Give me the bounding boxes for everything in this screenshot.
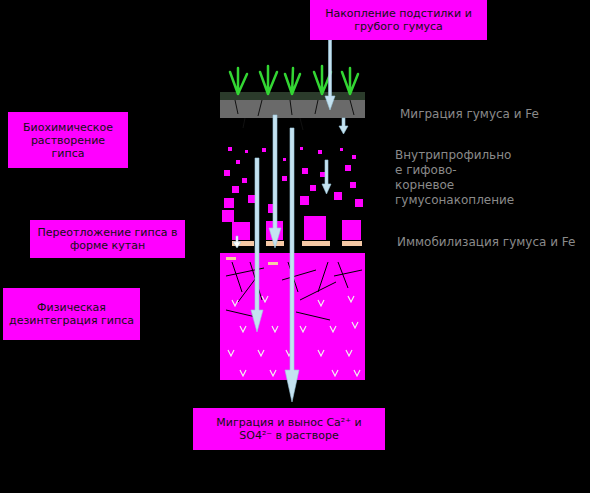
process-label: Миграция гумуса и Fe bbox=[400, 107, 580, 122]
box-text: Биохимическое растворение гипса bbox=[14, 121, 122, 160]
flow-arrow bbox=[322, 160, 331, 194]
humus-square bbox=[304, 216, 326, 240]
grass-tuft bbox=[285, 68, 300, 94]
humus-square bbox=[310, 185, 316, 191]
process-box: Накопление подстилки и грубого гумуса bbox=[310, 0, 487, 40]
humus-square bbox=[318, 150, 322, 154]
process-box: Переотложение гипса в форме кутан bbox=[30, 220, 185, 258]
humus-square bbox=[300, 196, 309, 205]
gypsum-v-mark bbox=[240, 370, 360, 376]
cutan-strip bbox=[302, 241, 330, 246]
flow-arrow bbox=[233, 236, 241, 248]
humus-square bbox=[340, 148, 343, 151]
box-text: Переотложение гипса в форме кутан bbox=[36, 226, 179, 252]
cutan-strip bbox=[226, 257, 236, 260]
humus-square bbox=[222, 210, 234, 222]
process-box: Биохимическое растворение гипса bbox=[8, 112, 128, 168]
grass-tuft bbox=[260, 66, 277, 94]
process-box: Миграция и вынос Ca²⁺ и SO4²⁻ в растворе bbox=[193, 408, 385, 450]
migration-arrows bbox=[233, 40, 348, 402]
humus-square bbox=[224, 198, 234, 208]
humus-square bbox=[302, 168, 308, 174]
humus-square bbox=[300, 147, 303, 150]
humus-square bbox=[283, 158, 286, 161]
cutan-strip bbox=[342, 241, 362, 246]
flow-arrow bbox=[285, 128, 299, 402]
grass-tuft bbox=[342, 68, 358, 94]
process-label: Иммобилизация гумуса и Fe bbox=[397, 235, 587, 250]
box-text: Миграция и вынос Ca²⁺ и SO4²⁻ в растворе bbox=[199, 416, 379, 442]
litter-layer bbox=[220, 92, 365, 118]
humus-square bbox=[320, 172, 325, 177]
flow-arrow bbox=[269, 115, 281, 248]
flow-arrow bbox=[251, 158, 263, 332]
root-lines bbox=[235, 100, 354, 130]
humus-square bbox=[282, 176, 287, 181]
humus-square bbox=[355, 199, 363, 207]
humus-square bbox=[232, 186, 239, 193]
humus-square bbox=[232, 222, 250, 240]
humus-square bbox=[236, 160, 240, 164]
grass-tufts bbox=[230, 66, 358, 94]
humus-square bbox=[242, 178, 247, 183]
flow-arrow bbox=[325, 40, 335, 110]
grass-tuft bbox=[230, 68, 247, 94]
flow-arrow bbox=[339, 118, 348, 134]
humus-square bbox=[350, 182, 356, 188]
box-text: Физическая дезинтеграция гипса bbox=[9, 301, 134, 327]
gypsum-cutans bbox=[232, 241, 362, 246]
humus-square bbox=[245, 150, 248, 153]
box-text: Накопление подстилки и грубого гумуса bbox=[316, 7, 481, 33]
process-label: Внутрипрофильно е гифово-корневое гумусо… bbox=[395, 148, 513, 208]
humus-square bbox=[342, 220, 361, 240]
humus-square bbox=[228, 147, 232, 151]
humus-square bbox=[345, 165, 351, 171]
humus-square bbox=[224, 170, 230, 176]
humus-square bbox=[352, 155, 356, 159]
humus-square bbox=[262, 148, 266, 152]
process-box: Физическая дезинтеграция гипса bbox=[3, 288, 140, 340]
humus-square bbox=[334, 192, 342, 200]
cutan-strip bbox=[268, 262, 278, 265]
